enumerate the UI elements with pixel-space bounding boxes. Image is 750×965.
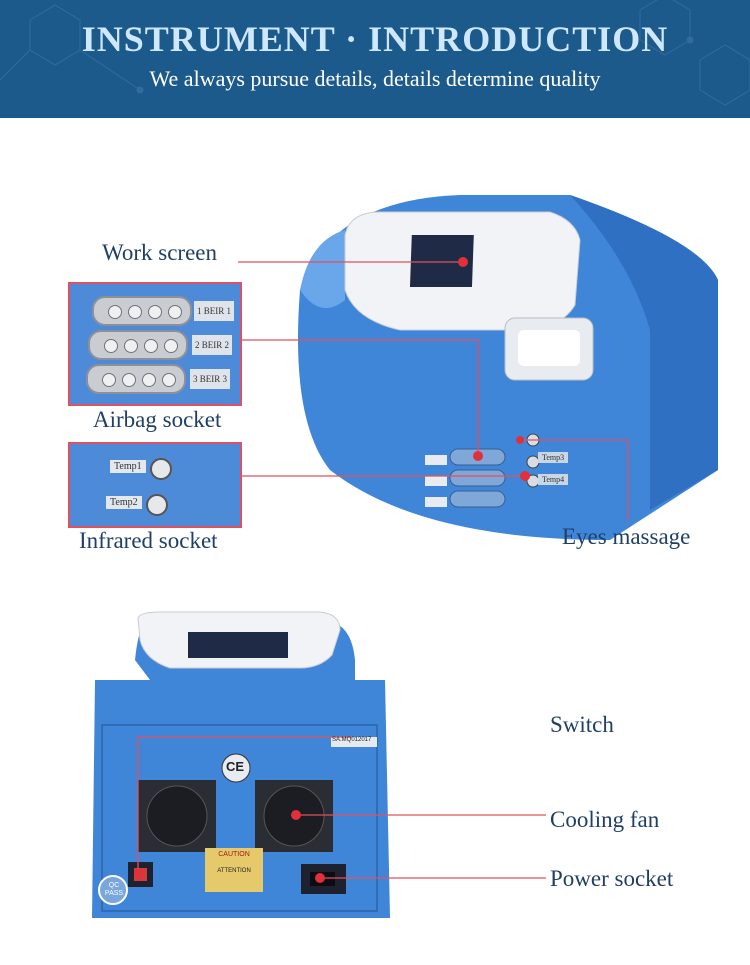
- eyes-massage-label: Eyes massage: [562, 524, 691, 549]
- airbag-socket-3: [86, 364, 186, 394]
- ce-mark: CE: [226, 759, 245, 774]
- switch-label: Switch: [550, 712, 614, 737]
- serial-plate: SA.MQ012017: [332, 737, 372, 743]
- temp1-tag: Temp1: [110, 460, 146, 473]
- airbag-socket-detail: 1 BEIR 1 2 BEIR 2 3 BEIR 3: [68, 282, 242, 406]
- airbag-tag-2: 2 BEIR 2: [192, 335, 233, 355]
- page-title: INSTRUMENT · INTRODUCTION: [81, 19, 669, 59]
- infrared-socket-detail: Temp1 Temp2: [68, 442, 242, 528]
- hexagon-pattern: [0, 0, 750, 106]
- header-banner: INSTRUMENT · INTRODUCTION We always purs…: [0, 0, 750, 118]
- device-temp3-tag: Temp3: [538, 452, 569, 463]
- qc-badge: QC PASS: [104, 882, 124, 897]
- pointer-lines: [137, 261, 629, 879]
- infrared-socket-label: Infrared socket: [79, 528, 218, 553]
- device-rear-view: [92, 611, 390, 918]
- temp1-connector: [150, 458, 172, 480]
- attention-label: ATTENTION: [217, 868, 251, 874]
- pointer-dots: [134, 257, 530, 883]
- page-subtitle: We always pursue details, details determ…: [149, 66, 601, 91]
- power-socket-label: Power socket: [550, 866, 674, 891]
- airbag-socket-1: [92, 296, 192, 326]
- work-screen-label: Work screen: [102, 240, 218, 265]
- caution-label: CAUTION: [218, 851, 250, 858]
- device-temp4-tag: Temp4: [538, 474, 569, 485]
- cooling-fan-label: Cooling fan: [550, 807, 660, 832]
- airbag-socket-2: [88, 330, 188, 360]
- temp2-tag: Temp2: [106, 496, 142, 509]
- airbag-socket-label: Airbag socket: [93, 407, 222, 432]
- airbag-tag-1: 1 BEIR 1: [194, 301, 235, 321]
- airbag-tag-3: 3 BEIR 3: [190, 369, 231, 389]
- device-top-view: [298, 195, 718, 540]
- temp2-connector: [146, 494, 168, 516]
